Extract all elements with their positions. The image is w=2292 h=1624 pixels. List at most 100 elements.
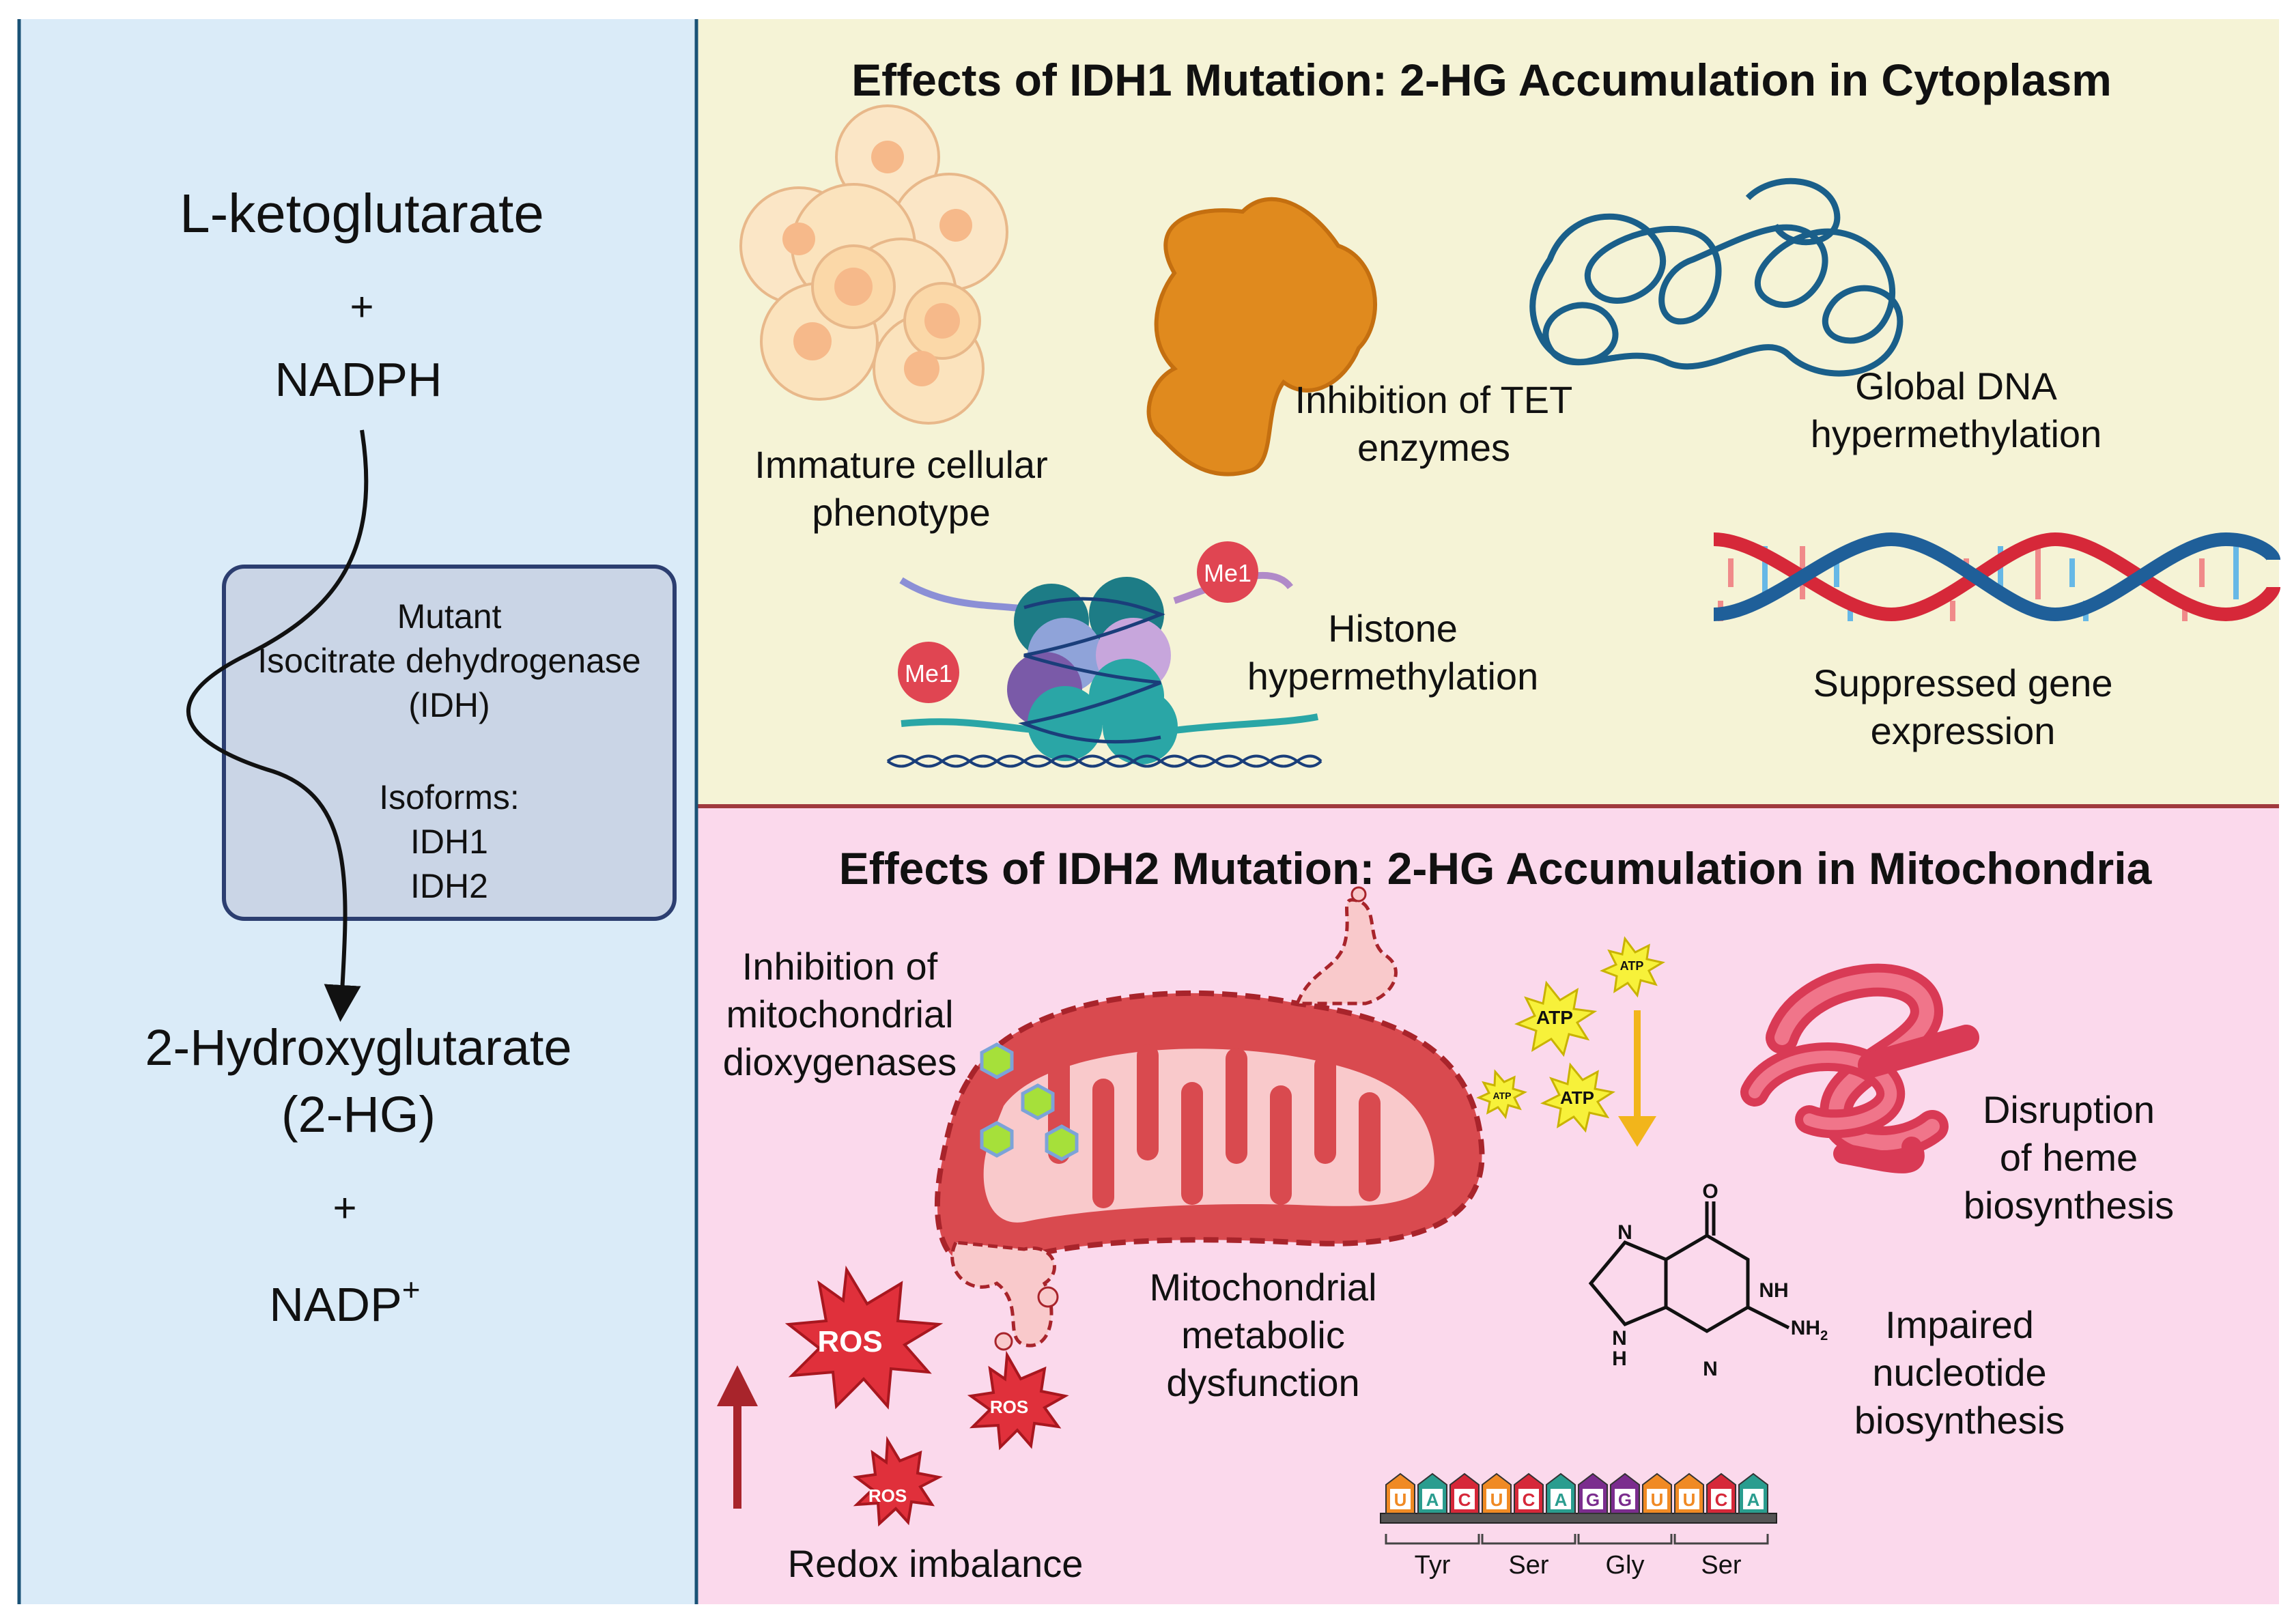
rna-base-box <box>1711 1489 1731 1509</box>
product-line1: 2-Hydroxyglutarate <box>145 1019 571 1076</box>
atom-o: O <box>1702 1180 1718 1203</box>
rna-base-letter: C <box>1458 1490 1471 1510</box>
codon-label: Gly <box>1606 1551 1645 1580</box>
codon-label: Ser <box>1508 1551 1548 1580</box>
ros-bursts <box>784 1265 1069 1527</box>
tangled-dna-illustration <box>1529 177 1904 377</box>
mitochondrion-illustration <box>934 886 1485 1351</box>
isoforms-label: Isoforms: <box>379 778 520 816</box>
mito-label-1: Mitochondrial <box>1149 1266 1376 1309</box>
dna-label-2: hypermethylation <box>1811 412 2102 455</box>
ros-up-arrow-head <box>717 1365 758 1406</box>
enzyme-line3: (IDH) <box>408 686 490 724</box>
guanine-structure <box>1588 1201 1790 1333</box>
ros-label-2: ROS <box>990 1397 1028 1417</box>
atom-nh: NH <box>1759 1279 1788 1302</box>
nuc-label-1: Impaired <box>1885 1303 2034 1346</box>
mito-label-3: dysfunction <box>1166 1361 1359 1404</box>
atom-nh2: NH2 <box>1791 1317 1828 1343</box>
bottom-panel-title: Effects of IDH2 Mutation: 2-HG Accumulat… <box>839 843 2153 894</box>
guanine-atoms: O N NH N H N NH2 <box>1612 1180 1828 1380</box>
diox-label-2: mitochondrial <box>726 993 953 1036</box>
tet-label-1: Inhibition of TET <box>1295 378 1573 421</box>
ros-label-3: ROS <box>868 1485 907 1506</box>
rna-base-box <box>1615 1489 1635 1509</box>
rna-base-letter: G <box>1586 1490 1600 1510</box>
rna-base-box <box>1551 1489 1571 1509</box>
heme-label-2: of heme <box>2000 1136 2138 1179</box>
nadp-label: NADP+ <box>269 1272 420 1331</box>
atom-n-1: N <box>1617 1221 1632 1244</box>
codon-bracket <box>1481 1534 1576 1545</box>
codon-label: Tyr <box>1415 1551 1451 1580</box>
atp-label-1: ATP <box>1536 1007 1573 1028</box>
rna-base-letter: U <box>1490 1490 1503 1510</box>
isoform-idh2: IDH2 <box>410 867 488 905</box>
top-panel-title: Effects of IDH1 Mutation: 2-HG Accumulat… <box>851 55 2112 105</box>
2hg-hexagons <box>980 1042 1079 1161</box>
ros-label-1: ROS <box>817 1325 882 1358</box>
rna-base-letter: U <box>1683 1490 1696 1510</box>
diox-label-1: Inhibition of <box>742 945 938 988</box>
tet-enzyme-illustration <box>1146 197 1377 476</box>
rna-base-box <box>1583 1489 1603 1509</box>
nuc-label-2: nucleotide <box>1872 1351 2046 1394</box>
cofactor-label: NADPH <box>274 353 442 406</box>
histone-label-2: hypermethylation <box>1247 655 1538 698</box>
rna-base-letter: C <box>1715 1490 1728 1510</box>
rna-base-letter: A <box>1555 1490 1568 1510</box>
tet-label-2: enzymes <box>1357 426 1510 469</box>
codon-bracket <box>1385 1534 1480 1545</box>
enzyme-box <box>222 565 677 921</box>
atp-label-3: ATP <box>1493 1090 1512 1101</box>
gene-label-2: expression <box>1871 709 2056 752</box>
rna-base-letter: A <box>1747 1490 1760 1510</box>
rna-backbone <box>1380 1513 1777 1524</box>
atp-down-arrow-head <box>1618 1116 1656 1147</box>
rna-base-box <box>1679 1489 1699 1509</box>
dna-helix-illustration <box>1713 532 2280 622</box>
rna-base-box <box>1647 1489 1667 1509</box>
rna-base-box <box>1743 1489 1764 1509</box>
gene-label-1: Suppressed gene <box>1813 661 2112 704</box>
enzyme-line1: Mutant <box>397 597 502 636</box>
plus-bottom: + <box>333 1185 356 1231</box>
immature-cells-illustration <box>739 104 1008 425</box>
atp-bursts <box>1476 936 1666 1133</box>
immature-label-1: Immature cellular <box>754 443 1047 486</box>
diox-label-3: dioxygenases <box>723 1040 957 1083</box>
rna-base-box <box>1422 1489 1443 1509</box>
redox-label: Redox imbalance <box>788 1542 1084 1585</box>
immature-label-2: phenotype <box>812 491 991 534</box>
dna-label-1: Global DNA <box>1855 365 2057 408</box>
rna-base-box <box>1486 1489 1507 1509</box>
heme-illustration <box>1740 963 1979 1173</box>
heme-label-3: biosynthesis <box>1964 1184 2174 1227</box>
rna-base-letter: U <box>1651 1490 1664 1510</box>
heme-label-1: Disruption <box>1983 1088 2155 1131</box>
codon-bracket <box>1577 1534 1673 1545</box>
substrate-label: L-ketoglutarate <box>180 183 544 244</box>
atom-h: H <box>1612 1348 1627 1370</box>
rna-base-letter: A <box>1426 1490 1439 1510</box>
me1-badge-1: Me1 <box>1204 559 1251 587</box>
me1-badge-2: Me1 <box>905 659 952 687</box>
nuc-label-3: biosynthesis <box>1854 1399 2065 1442</box>
rna-base-letter: G <box>1618 1490 1632 1510</box>
atp-label-4: ATP <box>1560 1087 1594 1108</box>
enzyme-line2: Isocitrate dehydrogenase <box>257 642 640 680</box>
plus-top: + <box>350 284 373 330</box>
histone-illustration <box>886 541 1322 768</box>
atp-label-2: ATP <box>1620 959 1644 973</box>
codon-label: Ser <box>1701 1551 1741 1580</box>
rna-base-letter: C <box>1523 1490 1536 1510</box>
rna-base-box <box>1454 1489 1475 1509</box>
atom-n-3: N <box>1703 1358 1718 1380</box>
isoform-idh1: IDH1 <box>410 823 488 861</box>
codon-bracket <box>1673 1534 1769 1545</box>
histone-label-1: Histone <box>1328 607 1458 650</box>
rna-base-box <box>1390 1489 1411 1509</box>
rna-base-letter: U <box>1394 1490 1407 1510</box>
